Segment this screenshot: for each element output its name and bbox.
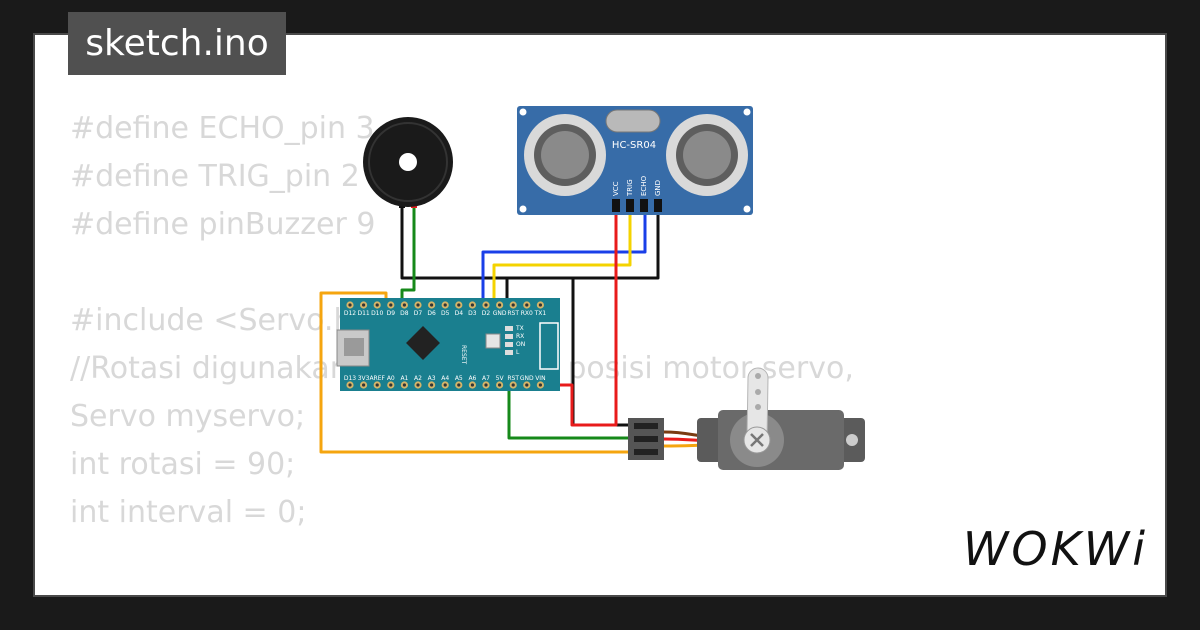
nano-pin-label: VIN bbox=[535, 375, 545, 382]
sensor-pin[interactable] bbox=[654, 199, 662, 212]
nano-pin-label: RST bbox=[507, 375, 519, 382]
nano-pin-label: GND bbox=[493, 310, 507, 317]
nano-pin-label: D13 bbox=[344, 375, 356, 382]
code-line: #define TRIG_pin 2 bbox=[70, 159, 360, 194]
nano-pin-label: A5 bbox=[455, 375, 463, 382]
code-line: #define pinBuzzer 9 bbox=[70, 207, 376, 242]
sensor-pin-label: VCC bbox=[612, 181, 620, 196]
reset-label: RESET bbox=[460, 345, 467, 365]
nano-pin-label: GND bbox=[520, 375, 534, 382]
nano-pin-label: D5 bbox=[441, 310, 450, 317]
nano-pin-label: A1 bbox=[400, 375, 408, 382]
nano-pin-label: D7 bbox=[414, 310, 423, 317]
led-label: L bbox=[516, 349, 520, 356]
icsp-header bbox=[539, 322, 559, 370]
sensor-pin[interactable] bbox=[626, 199, 634, 212]
nano-pin-label: D9 bbox=[387, 310, 396, 317]
led-label: ON bbox=[516, 341, 525, 348]
servo-motor[interactable] bbox=[628, 367, 865, 470]
code-line: //Fungsi ini mengembalikan jarak dalam c… bbox=[70, 585, 1165, 595]
code-line: int interval = 0; bbox=[70, 495, 307, 530]
sensor-pin-label: GND bbox=[654, 180, 662, 196]
reset-button[interactable] bbox=[485, 333, 501, 349]
nano-pin-label: TX1 bbox=[534, 310, 547, 317]
sensor-pins: VCC TRIG ECHO GND bbox=[612, 175, 662, 212]
wire-gnd-black bbox=[505, 212, 660, 305]
nano-pin-label: A7 bbox=[482, 375, 490, 382]
sensor-pin[interactable] bbox=[640, 199, 648, 212]
microcontroller-chip bbox=[406, 326, 440, 360]
nano-pin-label: D6 bbox=[427, 310, 436, 317]
nano-pin-label: 3V3 bbox=[358, 375, 370, 382]
nano-pin-label: A0 bbox=[387, 375, 395, 382]
nano-pin-label: AREF bbox=[369, 375, 385, 382]
led-label: RX bbox=[516, 333, 524, 340]
wokwi-logo: WOKWi bbox=[962, 522, 1148, 576]
sensor-pin-label: ECHO bbox=[640, 175, 648, 196]
wire-echo-blue bbox=[481, 212, 647, 305]
sensor-name: HC-SR04 bbox=[612, 140, 656, 151]
nano-pin-label: RST bbox=[507, 310, 519, 317]
code-line: #define ECHO_pin 3 bbox=[70, 111, 375, 146]
led-label: TX bbox=[515, 325, 524, 332]
nano-pin-label: D4 bbox=[455, 310, 464, 317]
nano-pin-label: A3 bbox=[428, 375, 436, 382]
nano-pin-label: A6 bbox=[468, 375, 476, 382]
nano-pin-label: D8 bbox=[400, 310, 409, 317]
code-preview: #define ECHO_pin 3 #define TRIG_pin 2 #def… bbox=[70, 105, 1165, 595]
ultrasonic-sensor[interactable]: HC-SR04 VCC TRIG ECHO GND bbox=[517, 106, 753, 215]
nano-pin-label: D10 bbox=[371, 310, 383, 317]
nano-pin-label: A2 bbox=[414, 375, 422, 382]
sensor-pin-label: TRIG bbox=[626, 179, 634, 197]
file-tab[interactable]: sketch.ino bbox=[68, 12, 286, 75]
wires bbox=[319, 205, 660, 454]
wire-buzzer-green bbox=[400, 205, 416, 305]
code-line: int rotasi = 90; bbox=[70, 447, 296, 482]
nano-pin-label: D2 bbox=[482, 310, 491, 317]
wire-servo-orange bbox=[319, 291, 634, 454]
nano-pin-label: D12 bbox=[344, 310, 356, 317]
wire-green-servo bbox=[507, 387, 634, 440]
buzzer[interactable] bbox=[363, 117, 453, 208]
nano-pin-label: RX0 bbox=[521, 310, 533, 317]
code-line: Servo myservo; bbox=[70, 399, 306, 434]
nano-pin-label: D3 bbox=[468, 310, 477, 317]
sensor-pin[interactable] bbox=[612, 199, 620, 212]
nano-pin-label: D11 bbox=[357, 310, 369, 317]
wire-trig-yellow bbox=[492, 212, 632, 305]
nano-pin-label: 5V bbox=[496, 375, 505, 382]
nano-pin-label: A4 bbox=[441, 375, 449, 382]
